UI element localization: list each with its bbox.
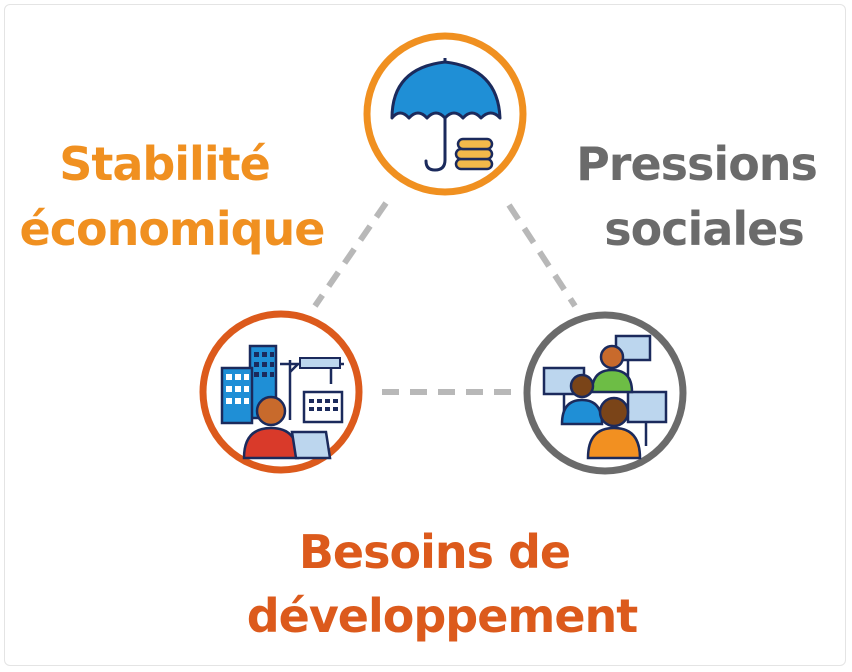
connectors xyxy=(312,201,578,395)
node-social xyxy=(523,311,687,475)
connector-stability-social xyxy=(506,203,578,308)
protest-crowd-icon xyxy=(542,334,668,460)
label-stability: Stabilité économique xyxy=(20,137,325,256)
node-development xyxy=(199,310,363,474)
city-construction-icon xyxy=(220,344,344,460)
label-development: Besoins de développement xyxy=(247,525,638,643)
label-development-line-2: développement xyxy=(247,589,638,643)
label-social: Pressions sociales xyxy=(576,137,832,256)
label-stability-line-2: économique xyxy=(20,202,325,256)
label-stability-line-1: Stabilité xyxy=(59,137,270,191)
label-social-line-2: sociales xyxy=(604,202,803,256)
node-stability xyxy=(363,32,527,196)
label-social-line-1: Pressions xyxy=(576,137,817,191)
connector-stability-development xyxy=(312,201,389,308)
label-development-line-1: Besoins de xyxy=(299,525,570,579)
umbrella-coins-icon xyxy=(390,58,502,172)
